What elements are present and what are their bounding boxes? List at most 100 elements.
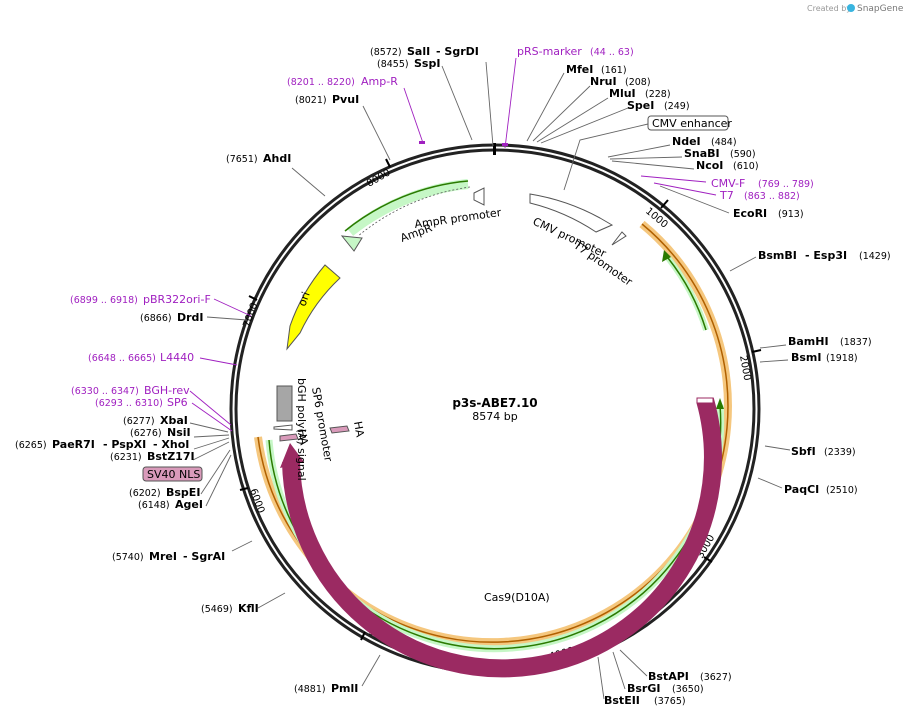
origin-marker bbox=[493, 143, 496, 155]
site-mlui-position: (228) bbox=[645, 89, 671, 100]
site-ecori-name: EcoRI bbox=[733, 207, 767, 220]
site-paer7i-name: PaeR7I bbox=[52, 438, 95, 451]
ha-label-2: HA bbox=[351, 420, 367, 438]
sv40-nls-feature bbox=[142, 466, 203, 482]
site-paer7i-mid: - PspXI bbox=[103, 438, 146, 451]
site-pvui-name: PvuI bbox=[332, 93, 359, 106]
site-pvui-position: (8021) bbox=[295, 95, 327, 106]
site-paer7i-suffix: - XhoI bbox=[153, 438, 189, 451]
site-mrei-name: MreI bbox=[149, 550, 177, 563]
site-bstapi-position: (3627) bbox=[700, 672, 732, 683]
primer-t7-range: (863 .. 882) bbox=[744, 191, 800, 202]
site-ahdi-name: AhdI bbox=[263, 152, 291, 165]
sp6-promoter-label: SP6 promoter bbox=[309, 386, 335, 463]
site-sali-position: (8572) bbox=[370, 47, 402, 58]
site-paer7i-position: (6265) bbox=[15, 440, 47, 451]
site-pmli-position: (4881) bbox=[294, 684, 326, 695]
primer-l4440-range: (6648 .. 6665) bbox=[88, 353, 156, 364]
site-paqci-name: PaqCI bbox=[784, 483, 819, 496]
site-ndei-name: NdeI bbox=[672, 135, 701, 148]
primer-ampr-range: (8201 .. 8220) bbox=[287, 77, 355, 88]
site-ahdi-position: (7651) bbox=[226, 154, 258, 165]
ha-feature-2 bbox=[329, 425, 350, 434]
cas9-label: Cas9(D10A) bbox=[484, 591, 550, 604]
site-ecori-position: (913) bbox=[778, 209, 804, 220]
ori-feature bbox=[286, 264, 341, 351]
site-xbai-position: (6277) bbox=[123, 416, 155, 427]
sv40-nls-label: SV40 NLS bbox=[147, 468, 200, 481]
ampr-promoter-label: AmpR promoter bbox=[414, 206, 503, 231]
primer-prs-range: (44 .. 63) bbox=[590, 47, 634, 58]
site-nsii-position: (6276) bbox=[130, 428, 162, 439]
site-sspi-position: (8455) bbox=[377, 59, 409, 70]
site-agei-name: AgeI bbox=[175, 498, 203, 511]
site-bamhi-position: (1837) bbox=[840, 337, 872, 348]
site-bsrgi-position: (3650) bbox=[672, 684, 704, 695]
site-sali-suffix: - SgrDI bbox=[436, 45, 479, 58]
site-drdi-position: (6866) bbox=[140, 313, 172, 324]
ampr-feature bbox=[346, 179, 469, 236]
plasmid-name: p3s-ABE7.10 bbox=[452, 396, 537, 410]
primer-t7-name: T7 bbox=[719, 189, 734, 202]
site-mfei-position: (161) bbox=[601, 65, 627, 76]
primer-lead-lines bbox=[189, 57, 717, 432]
ha-feature-1 bbox=[279, 433, 299, 442]
lead-lines bbox=[189, 61, 791, 700]
site-mlui-name: MluI bbox=[609, 87, 636, 100]
site-bstz17i-position: (6231) bbox=[110, 452, 142, 463]
primer-sp6-range: (6293 .. 6310) bbox=[95, 398, 163, 409]
site-bstz17i-name: BstZ17I bbox=[147, 450, 195, 463]
site-paqci-position: (2510) bbox=[826, 485, 858, 496]
snapgene-logo-icon bbox=[847, 4, 855, 12]
site-bsmi-position: (1918) bbox=[826, 353, 858, 364]
site-kfli-position: (5469) bbox=[201, 604, 233, 615]
site-spei-name: SpeI bbox=[627, 99, 654, 112]
site-bamhi-name: BamHI bbox=[788, 335, 829, 348]
tick-label-2000: 2000 bbox=[737, 355, 752, 382]
site-bsmbi-name: BsmBI bbox=[758, 249, 797, 262]
green-track-arrowhead bbox=[716, 398, 724, 409]
sp6-promoter-feature bbox=[273, 424, 293, 431]
site-mfei-name: MfeI bbox=[566, 63, 593, 76]
cmv-enhancer-label: CMV enhancer bbox=[652, 117, 732, 130]
ampr-promoter-feature bbox=[473, 187, 485, 206]
site-kfli-name: KflI bbox=[238, 602, 259, 615]
plasmid-size: 8574 bp bbox=[472, 410, 517, 423]
cmv-promoter-feature bbox=[529, 193, 614, 233]
site-ncoi-position: (610) bbox=[733, 161, 759, 172]
primer-cmvf-range: (769 .. 789) bbox=[758, 179, 814, 190]
site-bspei-name: BspEI bbox=[166, 486, 200, 499]
site-ncoi-name: NcoI bbox=[696, 159, 723, 172]
primer-pbr-range: (6899 .. 6918) bbox=[70, 295, 138, 306]
site-nsii-name: NsiI bbox=[167, 426, 191, 439]
site-nrui-position: (208) bbox=[625, 77, 651, 88]
ori-label: ori bbox=[296, 290, 313, 308]
credit-text: Created by bbox=[807, 4, 851, 13]
site-bspei-position: (6202) bbox=[129, 488, 161, 499]
cas9-arrowhead bbox=[280, 443, 304, 468]
primer-prs-name: pRS-marker bbox=[517, 45, 582, 58]
primer-sp6-name: SP6 bbox=[167, 396, 188, 409]
site-mrei-suffix: - SgrAI bbox=[183, 550, 225, 563]
site-snabi-name: SnaBI bbox=[684, 147, 720, 160]
primer-l4440-name: L4440 bbox=[160, 351, 194, 364]
site-bsmbi-position: (1429) bbox=[859, 251, 891, 262]
site-bsteii-position: (3765) bbox=[654, 696, 686, 707]
site-mrei-position: (5740) bbox=[112, 552, 144, 563]
cmv-enhancer-feature bbox=[647, 115, 729, 131]
site-spei-position: (249) bbox=[664, 101, 690, 112]
site-bsteii-name: BstEII bbox=[604, 694, 640, 707]
site-sbfi-position: (2339) bbox=[824, 447, 856, 458]
bgh-polya-label: bGH poly(A) signal bbox=[295, 378, 308, 481]
site-xbai-name: XbaI bbox=[160, 414, 188, 427]
primer-ampr-name: Amp-R bbox=[361, 75, 398, 88]
primer-cmvf-name: CMV-F bbox=[711, 177, 745, 190]
site-bsrgi-name: BsrGI bbox=[627, 682, 660, 695]
site-bsmbi-suffix: - Esp3I bbox=[805, 249, 847, 262]
site-ndei-position: (484) bbox=[711, 137, 737, 148]
site-nrui-name: NruI bbox=[590, 75, 617, 88]
credit-brand: SnapGene bbox=[857, 4, 904, 14]
t7-promoter-feature bbox=[611, 231, 627, 246]
primer-bgh-range: (6330 .. 6347) bbox=[71, 386, 139, 397]
tick-label-7000: 7000 bbox=[241, 301, 260, 329]
